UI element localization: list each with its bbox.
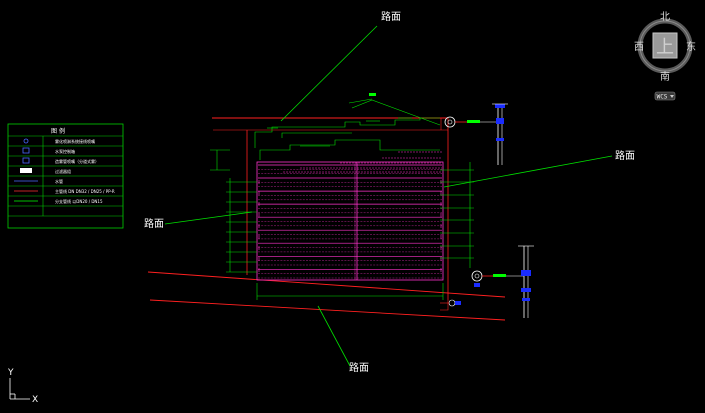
road-label-bottom[interactable]: 路面 [349, 361, 369, 374]
road-label-leaders[interactable] [164, 25, 613, 367]
road-label-top[interactable]: 路面 [381, 10, 401, 23]
ucs-y-label: Y [7, 368, 14, 378]
wcs-menu-button[interactable] [654, 91, 676, 101]
road-label-right[interactable]: 路面 [615, 149, 635, 162]
pump-assembly-bottom[interactable] [440, 245, 534, 318]
legend-row-text: 水管 [55, 178, 63, 184]
mist-nozzle-symbol-icon [22, 157, 30, 164]
legend-row-text: 过滤器组 [55, 168, 71, 174]
legend-title: 图 例 [51, 127, 65, 135]
legend-row-text: 造雾管喷嘴（分道式雾） [55, 158, 99, 164]
wcs-label[interactable]: WCS [657, 94, 668, 101]
ucs-icon: Y X [7, 368, 38, 405]
road-label-left[interactable]: 路面 [144, 217, 164, 230]
mist-pipe-network[interactable] [256, 151, 444, 281]
pump-assembly-top[interactable] [444, 103, 508, 165]
legend-row-text: 雾化喷淋系统接线喷嘴 [55, 138, 95, 144]
compass-south[interactable]: 南 [660, 70, 670, 83]
compass-north[interactable]: 北 [660, 11, 670, 23]
ucs-x-label: X [32, 395, 38, 405]
legend-row-text: 主管线 DN DN32 / DN25 / PP-R [55, 188, 115, 194]
pipe-frame [256, 161, 444, 281]
viewcube-top-face[interactable] [652, 32, 678, 59]
dimension-lines[interactable] [210, 98, 474, 300]
marker-block[interactable] [369, 93, 376, 96]
compass-east[interactable]: 东 [686, 40, 696, 53]
viewcube-top-label[interactable]: 上 [656, 37, 674, 58]
pump-box-symbol-icon [22, 147, 30, 154]
legend-row-text: 水泵控制箱 [55, 148, 75, 154]
chevron-down-icon[interactable] [670, 95, 674, 98]
road-boundaries[interactable] [147, 117, 506, 321]
legend-row-text: 分支管线 以DN20 / DN15 [55, 198, 103, 204]
filter-symbol-icon [20, 168, 32, 173]
compass-west[interactable]: 西 [634, 42, 644, 53]
nozzle-symbol-icon [23, 138, 29, 144]
legend-table[interactable]: 图 例 雾化喷淋系统接线喷嘴 水泵控制箱 造雾管喷嘴（分道式雾） 过滤器组 水管… [7, 123, 124, 229]
viewcube[interactable]: 上 北 南 西 东 WCS [634, 11, 696, 101]
